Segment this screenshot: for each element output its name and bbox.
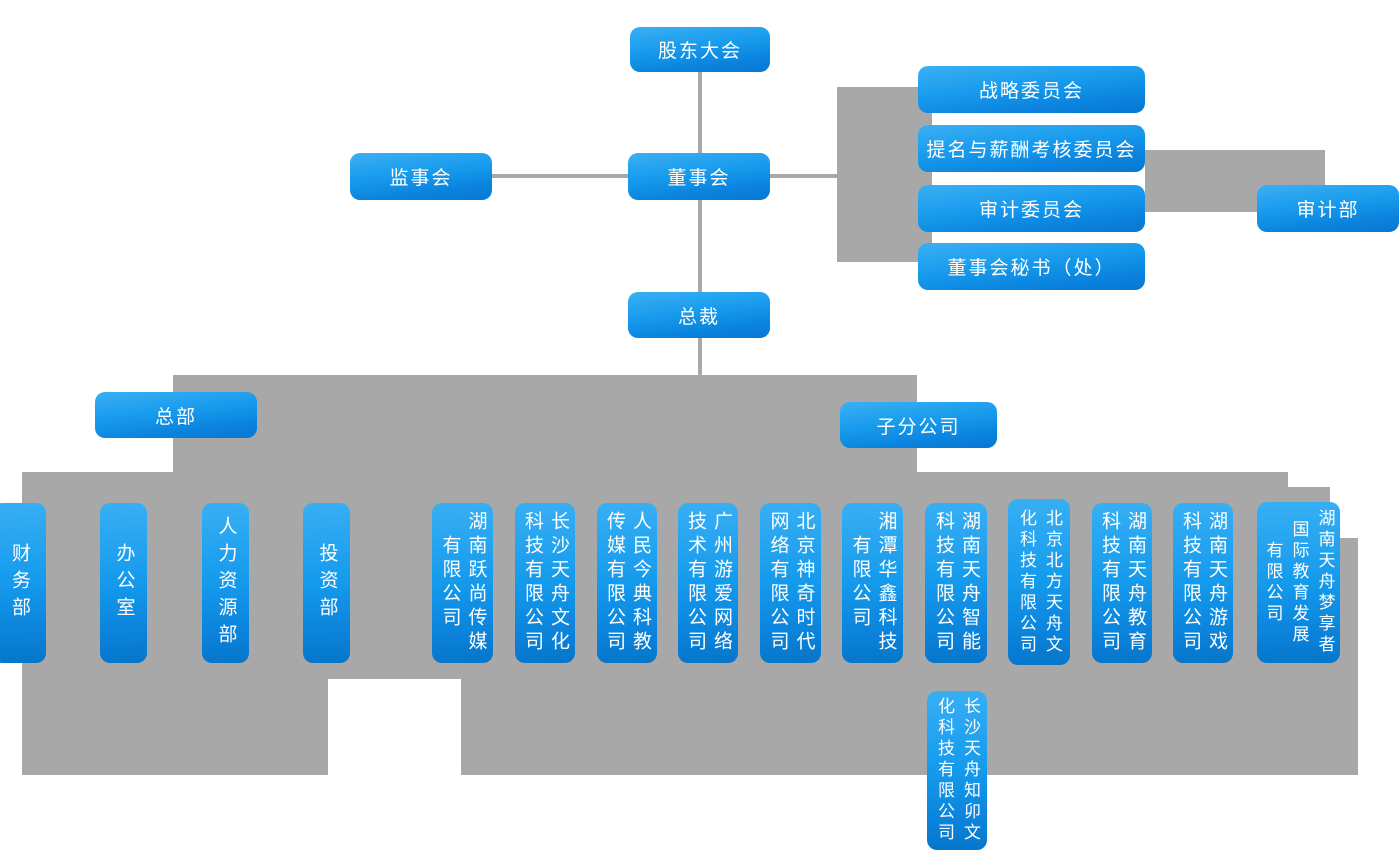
node-company-tianzhou-youxi-label: 湖南天舟游戏 科技有限公司 — [1180, 511, 1227, 655]
node-committee-audit: 审计委员会 — [918, 185, 1145, 232]
node-company-beijing-shenqi-shidai: 北京神奇时代 网络有限公司 — [760, 503, 821, 663]
node-company-xiangtan-huaxin: 湘潭华鑫科技 有限公司 — [842, 503, 903, 663]
node-company-tianzhou-jiaoyu-label: 湖南天舟教育 科技有限公司 — [1099, 511, 1146, 655]
band-white-notch — [328, 679, 461, 775]
node-supervisory-board: 监事会 — [350, 153, 492, 200]
node-dept-human-resources: 人力资源部 — [202, 503, 249, 663]
node-dept-finance: 财务部 — [0, 503, 46, 663]
node-company-zhimao-label: 长沙天舟知卯文 化科技有限公司 — [935, 697, 980, 844]
node-company-beijing-shenqi-shidai-label: 北京神奇时代 网络有限公司 — [767, 511, 815, 655]
node-dept-investment-label: 投资部 — [316, 542, 338, 624]
node-company-guangzhou-youai-label: 广州游爱网络 技术有限公司 — [685, 511, 732, 655]
node-company-tianzhou-jiaoyu: 湖南天舟教育 科技有限公司 — [1092, 503, 1152, 663]
node-company-mengxiangzhe: 湖南天舟梦享者 国际教育发展 有限公司 — [1257, 502, 1340, 663]
connector-president-down — [698, 338, 702, 375]
node-company-renmin-jindian: 人民今典科教 传媒有限公司 — [597, 503, 657, 663]
node-company-tianzhou-youxi: 湖南天舟游戏 科技有限公司 — [1173, 503, 1233, 663]
node-company-mengxiangzhe-label: 湖南天舟梦享者 国际教育发展 有限公司 — [1263, 509, 1335, 656]
node-headquarters: 总部 — [95, 392, 257, 438]
node-dept-office-label: 办公室 — [113, 542, 135, 624]
node-subsidiaries: 子分公司 — [840, 402, 997, 448]
node-dept-office: 办公室 — [100, 503, 147, 663]
node-dept-finance-label: 财务部 — [9, 542, 30, 624]
connector-committee-trunk — [837, 87, 932, 262]
node-shareholders-meeting: 股东大会 — [630, 27, 770, 72]
node-president: 总裁 — [628, 292, 770, 338]
node-company-yueshang-media-label: 湖南跃尚传媒 有限公司 — [439, 511, 487, 655]
connector-board-to-committee-trunk — [770, 174, 837, 178]
node-company-renmin-jindian-label: 人民今典科教 传媒有限公司 — [604, 511, 651, 655]
connector-supervisory-to-board — [492, 174, 628, 178]
node-company-changsha-tianzhou-culture: 长沙天舟文化 科技有限公司 — [515, 503, 575, 663]
node-company-tianzhou-zhineng-label: 湖南天舟智能 科技有限公司 — [933, 511, 980, 655]
node-company-zhimao: 长沙天舟知卯文 化科技有限公司 — [927, 691, 987, 850]
node-company-beifang-tianzhou: 北京北方天舟文 化科技有限公司 — [1008, 499, 1070, 665]
node-company-changsha-tianzhou-culture-label: 长沙天舟文化 科技有限公司 — [522, 511, 569, 655]
node-company-yueshang-media: 湖南跃尚传媒 有限公司 — [432, 503, 493, 663]
node-board-of-directors: 董事会 — [628, 153, 770, 200]
node-board-secretary-office: 董事会秘书（处） — [918, 243, 1145, 290]
node-audit-department: 审计部 — [1257, 185, 1399, 232]
node-company-beifang-tianzhou-label: 北京北方天舟文 化科技有限公司 — [1017, 508, 1062, 656]
node-committee-strategy: 战略委员会 — [918, 66, 1145, 113]
node-dept-investment: 投资部 — [303, 503, 350, 663]
node-committee-nomination-compensation: 提名与薪酬考核委员会 — [918, 125, 1145, 172]
connector-band-upper — [173, 375, 917, 472]
connector-shareholders-to-board — [698, 72, 702, 153]
node-dept-human-resources-label: 人力资源部 — [215, 515, 237, 651]
node-company-xiangtan-huaxin-label: 湘潭华鑫科技 有限公司 — [849, 511, 897, 655]
connector-board-to-president — [698, 200, 702, 292]
node-company-guangzhou-youai: 广州游爱网络 技术有限公司 — [678, 503, 738, 663]
node-company-tianzhou-zhineng: 湖南天舟智能 科技有限公司 — [925, 503, 987, 663]
